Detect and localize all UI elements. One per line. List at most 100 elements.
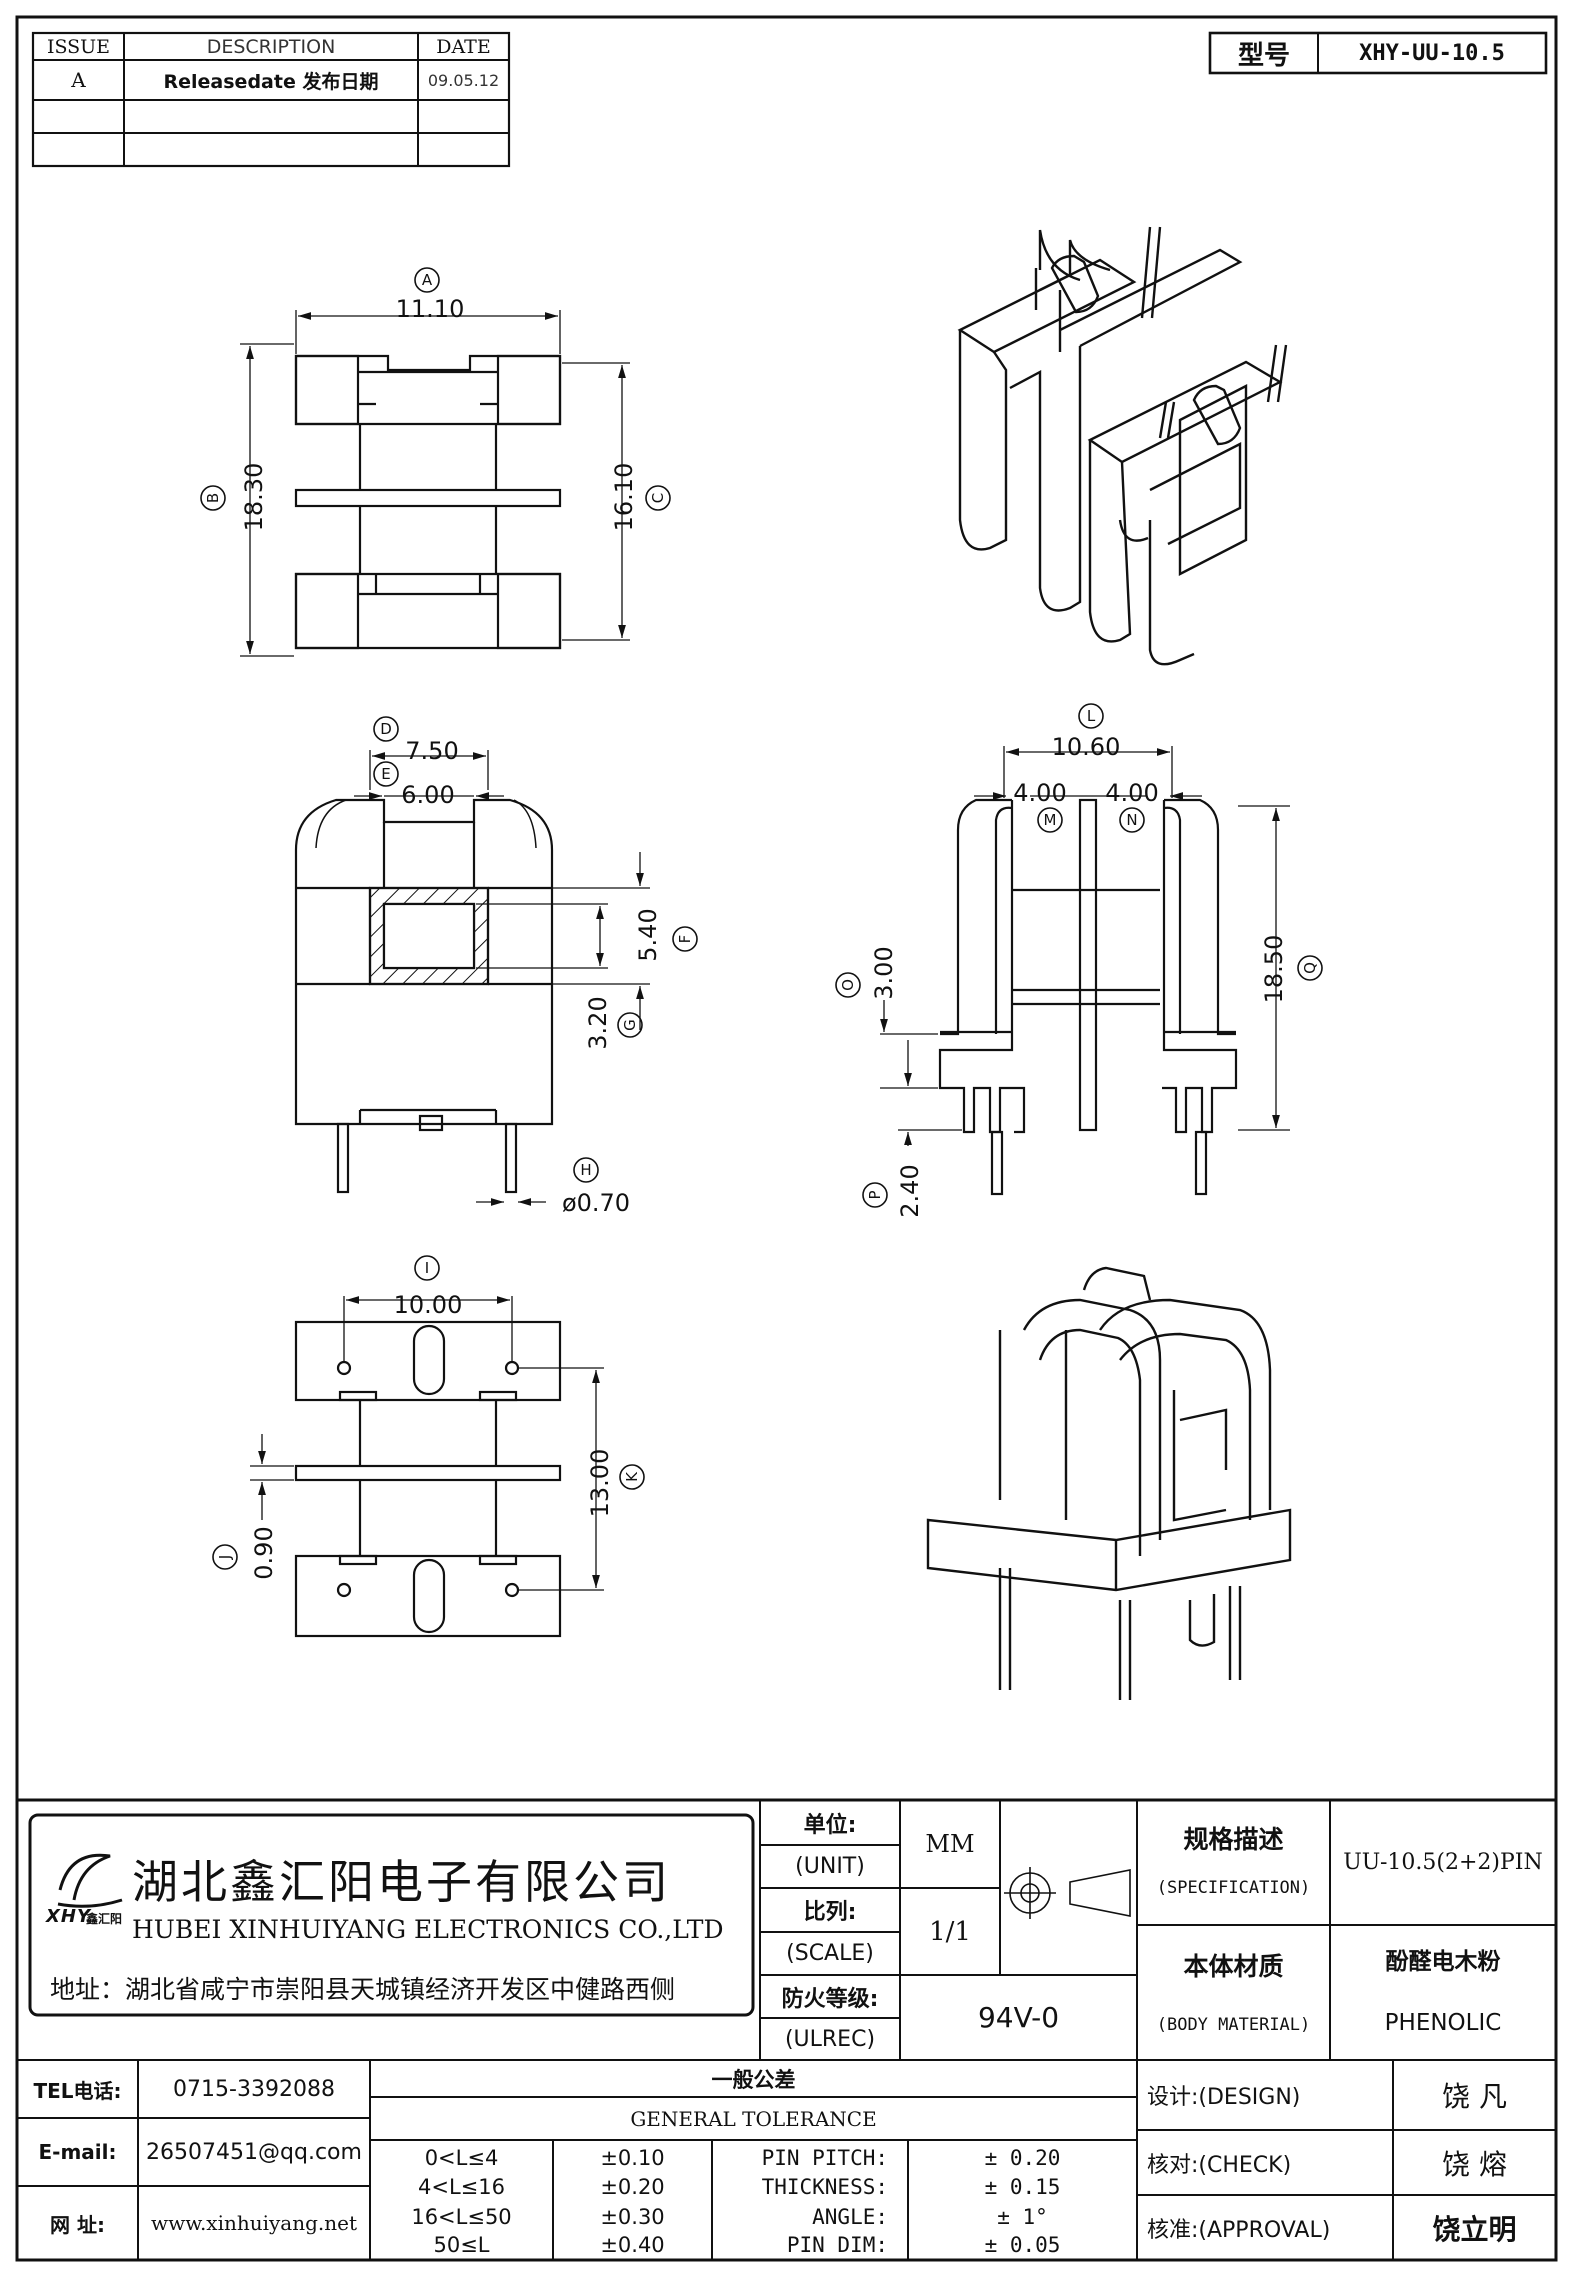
tol-range-1: 0<L≤4	[424, 2146, 499, 2170]
dimension-bubbles	[200, 267, 1323, 1570]
dim-n: 4.00	[1105, 779, 1159, 807]
sheet-border	[15, 15, 1558, 2262]
ulrec-label-en: (ULREC)	[784, 2026, 876, 2052]
bubble-d: D	[380, 720, 392, 738]
bubble-q: Q	[1301, 962, 1319, 974]
rev-header-date: DATE	[436, 35, 491, 58]
bubble-i: I	[424, 1259, 430, 1277]
dim-h: ø0.70	[561, 1189, 631, 1217]
dim-q: 18.50	[1260, 934, 1288, 1004]
bubble-p: P	[866, 1190, 884, 1200]
bubble-h: H	[580, 1161, 592, 1179]
approval-design-name: 饶 凡	[1442, 2080, 1507, 2113]
tel-value: 0715-3392088	[173, 2076, 335, 2102]
tel-label: TEL电话:	[33, 2078, 122, 2103]
tol-item-value-3: ± 1°	[997, 2205, 1048, 2229]
rev-row-issue: A	[71, 68, 86, 92]
logo-text: XHY	[46, 1906, 91, 1927]
ulrec-label-cn: 防火等级:	[781, 1986, 879, 2012]
scale-value: 1/1	[929, 1916, 971, 1947]
dim-o: 3.00	[870, 946, 898, 1000]
dim-e: 6.00	[401, 781, 455, 809]
top-view	[294, 354, 562, 650]
tol-range-4: 50≤L	[433, 2233, 490, 2257]
model-value: XHY-UU-10.5	[1359, 40, 1505, 66]
bubble-l: L	[1086, 707, 1096, 725]
spec-value: UU-10.5(2+2)PIN	[1343, 1850, 1543, 1875]
rev-header-issue: ISSUE	[46, 35, 111, 58]
spec-label-en: (SPECIFICATION)	[1156, 1878, 1311, 1898]
rev-row-date: 09.05.12	[427, 70, 500, 90]
material-value-cn: 酚醛电木粉	[1385, 1949, 1501, 1975]
tol-item-value-1: ± 0.20	[984, 2146, 1061, 2170]
email-value: 26507451@qq.com	[146, 2139, 362, 2165]
unit-value: MM	[925, 1830, 975, 1858]
tol-range-2: 4<L≤16	[418, 2175, 505, 2199]
bubble-b: B	[204, 492, 222, 504]
dim-i: 10.00	[393, 1291, 463, 1319]
dim-k: 13.00	[586, 1448, 614, 1518]
bubble-o: O	[839, 979, 857, 991]
isometric-view-bottom	[926, 1266, 1292, 1700]
tol-item-3: ANGLE:	[812, 2205, 888, 2229]
company-address: 地址：湖北省咸宁市崇阳县天城镇经济开发区中健路西侧	[50, 1975, 676, 2004]
bubble-j: J	[216, 1554, 234, 1560]
front-view	[294, 798, 554, 1194]
tol-value-4: ±0.40	[600, 2233, 665, 2257]
web-value: www.xinhuiyang.net	[150, 2211, 358, 2235]
side-view	[938, 798, 1238, 1196]
bubble-a: A	[421, 271, 433, 289]
material-value-en: PHENOLIC	[1384, 2010, 1502, 2036]
company-name-cn: 湖北鑫汇阳电子有限公司	[132, 1855, 671, 1909]
tol-value-3: ±0.30	[600, 2205, 665, 2229]
tolerance-title-cn: 一般公差	[711, 2067, 796, 2092]
projection-symbol	[1004, 1867, 1131, 1919]
web-label: 网 址:	[50, 2212, 105, 2237]
title-block-grid	[17, 31, 1556, 2260]
dim-l: 10.60	[1051, 733, 1121, 761]
scale-label-cn: 比列:	[803, 1900, 857, 1925]
dim-d: 7.50	[405, 737, 459, 765]
logo-subtext: 鑫汇阳	[86, 1912, 123, 1926]
model-label: 型号	[1237, 40, 1290, 71]
dim-j: 0.90	[250, 1526, 278, 1580]
tol-item-2: THICKNESS:	[761, 2175, 888, 2199]
tol-item-1: PIN PITCH:	[761, 2146, 888, 2170]
email-label: E-mail:	[38, 2140, 117, 2164]
approval-approve-label: 核准:(APPROVAL)	[1147, 2217, 1331, 2243]
unit-label-en: (UNIT)	[795, 1854, 865, 1879]
bubble-k: K	[623, 1472, 641, 1482]
dim-f: 5.40	[634, 908, 662, 962]
tol-item-value-4: ± 0.05	[984, 2233, 1061, 2257]
spec-label-cn: 规格描述	[1183, 1825, 1284, 1854]
ulrec-value: 94V-0	[977, 2001, 1060, 2034]
bubble-c: C	[649, 492, 667, 504]
approval-check-name: 饶 熔	[1442, 2147, 1507, 2181]
unit-label-cn: 单位:	[803, 1812, 857, 1838]
company-name-en: HUBEI XINHUIYANG ELECTRONICS CO.,LTD	[132, 1915, 724, 1944]
dim-b: 18.30	[240, 462, 268, 532]
tolerance-title-en: GENERAL TOLERANCE	[630, 2106, 877, 2131]
tol-item-4: PIN DIM:	[786, 2233, 888, 2257]
bubble-n: N	[1126, 811, 1138, 829]
scale-label-en: (SCALE)	[786, 1941, 874, 1966]
bubble-m: M	[1043, 811, 1057, 829]
rev-row-description: Releasedate 发布日期	[163, 70, 379, 93]
bubble-e: E	[381, 765, 391, 783]
approval-approve-name: 饶立明	[1432, 2212, 1517, 2246]
approval-design-label: 设计:(DESIGN)	[1147, 2085, 1301, 2110]
approval-check-label: 核对:(CHECK)	[1147, 2152, 1292, 2178]
bubble-f: F	[676, 934, 694, 944]
tol-value-2: ±0.20	[600, 2175, 665, 2199]
tol-item-value-2: ± 0.15	[984, 2175, 1061, 2199]
tol-value-1: ±0.10	[600, 2146, 665, 2170]
dim-c: 16.10	[610, 462, 638, 532]
dim-p: 2.40	[896, 1164, 924, 1218]
material-label-en: (BODY MATERIAL)	[1156, 2015, 1311, 2035]
bottom-view	[294, 1320, 562, 1638]
dim-g: 3.20	[584, 996, 612, 1050]
rev-header-description: DESCRIPTION	[206, 35, 336, 58]
material-label-cn: 本体材质	[1183, 1952, 1284, 1981]
